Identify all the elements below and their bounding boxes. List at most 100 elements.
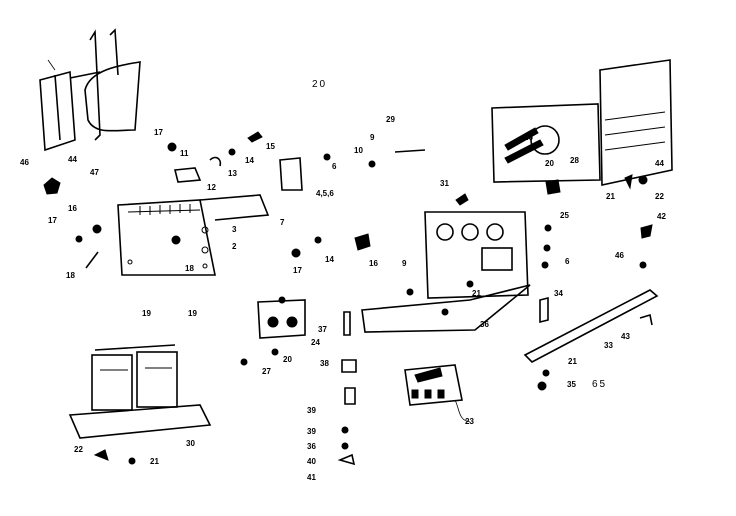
callout-label: 9 <box>402 259 407 268</box>
washer-part <box>341 426 349 434</box>
callout-label: 22 <box>74 445 83 454</box>
callout-label: 27 <box>262 367 271 376</box>
terminal-block-part <box>257 296 306 339</box>
callout-label: 28 <box>570 156 579 165</box>
callout-label: 3 <box>232 225 237 234</box>
pin-part <box>85 251 99 269</box>
screw-part <box>542 369 550 377</box>
callout-label: 46 <box>20 158 29 167</box>
clip-part <box>43 177 61 195</box>
nut-part <box>537 381 547 391</box>
callout-label: 29 <box>386 115 395 124</box>
callout-label: 44 <box>655 159 664 168</box>
callout-label: 33 <box>604 341 613 350</box>
stud-part <box>539 296 549 324</box>
capacitor-block-part <box>404 364 471 423</box>
callout-label: 36 <box>307 442 316 451</box>
rod-part <box>394 149 426 153</box>
callout-label: 44 <box>68 155 77 164</box>
clip-part <box>640 224 653 239</box>
support-bar-part <box>523 289 659 363</box>
callout-label: 43 <box>621 332 630 341</box>
callout-label: 39 <box>307 427 316 436</box>
bracket-part <box>354 233 371 251</box>
callout-label: 41 <box>307 473 316 482</box>
callout-label: 18 <box>66 271 75 280</box>
screw-part <box>271 348 279 356</box>
callout-label: 20 <box>545 159 554 168</box>
callout-label: 39 <box>307 406 316 415</box>
callout-label: 30 <box>186 439 195 448</box>
callout-label: 38 <box>320 359 329 368</box>
chassis-part <box>361 193 531 333</box>
callout-label: 40 <box>307 457 316 466</box>
screw-part <box>543 244 551 252</box>
screw-part <box>93 449 109 461</box>
cover-plate-part <box>491 103 601 183</box>
callout-label: 36 <box>480 320 489 329</box>
callout-label: 11 <box>180 149 189 158</box>
screw-part <box>639 261 647 269</box>
callout-label: 12 <box>207 183 216 192</box>
callout-label: 34 <box>554 289 563 298</box>
callout-label: 22 <box>655 192 664 201</box>
washer-part <box>341 442 349 450</box>
nut-part <box>128 457 136 465</box>
callout-label: 37 <box>318 325 327 334</box>
screw-part <box>323 153 331 161</box>
bushing-part <box>341 359 357 373</box>
screw-part <box>228 148 236 156</box>
screw-part <box>541 261 549 269</box>
callout-label: 7 <box>280 218 285 227</box>
pin-part <box>247 131 263 143</box>
pin-part <box>624 174 633 190</box>
terminal-board-part <box>117 194 270 276</box>
figure-number: 20 <box>312 79 328 90</box>
screw-part <box>167 142 177 152</box>
side-rail-part <box>599 59 673 186</box>
screw-part <box>240 358 248 366</box>
callout-label: 23 <box>465 417 474 426</box>
callout-label: 19 <box>188 309 197 318</box>
callout-label: 10 <box>354 146 363 155</box>
relay-part <box>173 167 202 183</box>
spacer-part <box>344 387 356 405</box>
callout-label: 21 <box>472 289 481 298</box>
callout-label: 20 <box>283 355 292 364</box>
screw-part <box>544 224 552 232</box>
callout-label: 4,5,6 <box>316 189 334 198</box>
callout-label: 35 <box>567 380 576 389</box>
callout-label: 14 <box>245 156 254 165</box>
transformer-part <box>68 344 212 439</box>
callout-label: 25 <box>560 211 569 220</box>
callout-label: 9 <box>370 133 375 142</box>
screw-part <box>368 160 376 168</box>
screw-part <box>638 175 648 185</box>
callout-label: 24 <box>311 338 320 347</box>
callout-label: 6 <box>332 162 337 171</box>
screw-part <box>314 236 322 244</box>
switch-part <box>545 179 561 195</box>
callout-label: 19 <box>142 309 151 318</box>
callout-label: 26 <box>524 133 533 142</box>
screw-part <box>291 248 301 258</box>
callout-label: 17 <box>48 216 57 225</box>
callout-label: 14 <box>325 255 334 264</box>
callout-label: 31 <box>440 179 449 188</box>
callout-label: 6 <box>565 257 570 266</box>
callout-label: 21 <box>568 357 577 366</box>
callout-label: 21 <box>606 192 615 201</box>
callout-label: 17 <box>293 266 302 275</box>
callout-label: 16 <box>369 259 378 268</box>
clip-part <box>209 156 222 167</box>
screw-part <box>92 224 102 234</box>
callout-label: 15 <box>266 142 275 151</box>
bracket-part <box>279 157 303 191</box>
bolt-part <box>343 311 351 336</box>
mounting-bracket-part <box>39 28 141 152</box>
callout-label: 13 <box>228 169 237 178</box>
washer-part <box>75 235 83 243</box>
callout-label: 21 <box>150 457 159 466</box>
